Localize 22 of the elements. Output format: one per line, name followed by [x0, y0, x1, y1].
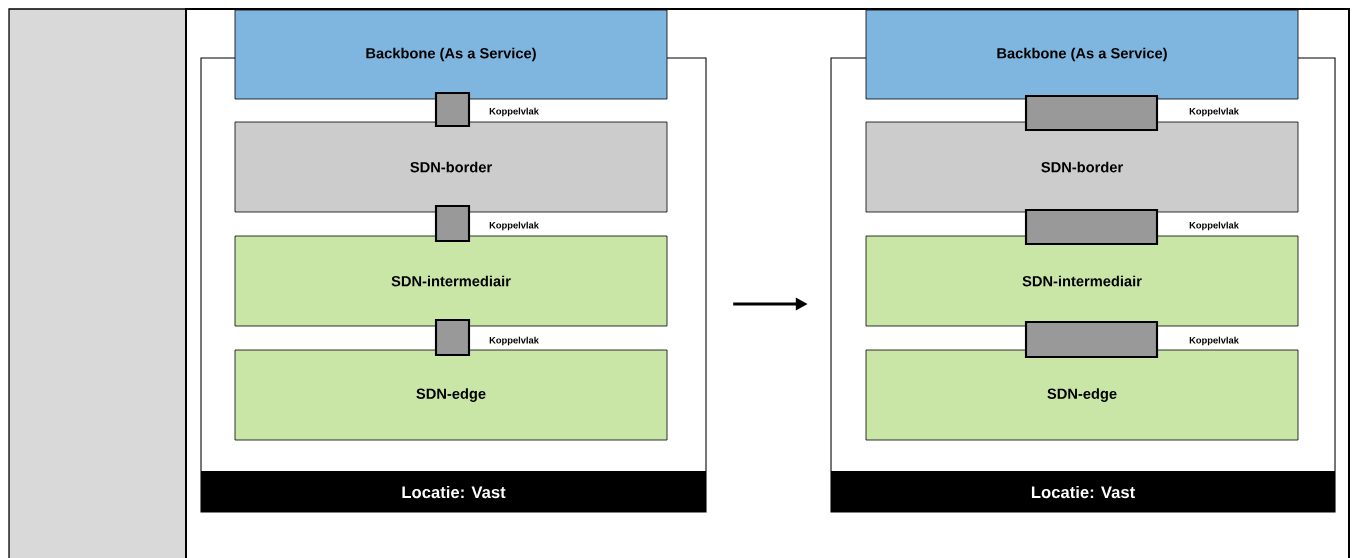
location-band: Locatie: Vast — [201, 471, 706, 512]
interface-block — [434, 204, 471, 243]
interface-label: Koppelvlak — [489, 336, 539, 346]
layer-box: SDN-border — [865, 121, 1299, 213]
layer-box: SDN-intermediair — [234, 235, 668, 327]
layer-box: SDN-edge — [234, 349, 668, 441]
location-band: Locatie: Vast — [831, 471, 1335, 512]
layer-box: SDN-border — [234, 121, 668, 213]
backbone-layer-box: Backbone (As a Service) — [865, 9, 1299, 100]
backbone-layer-box: Backbone (As a Service) — [234, 9, 668, 100]
interface-block — [1024, 94, 1159, 132]
interface-block — [434, 318, 471, 357]
interface-label: Koppelvlak — [489, 107, 539, 117]
layer-box: SDN-edge — [865, 349, 1299, 441]
interface-label: Koppelvlak — [1189, 221, 1239, 231]
interface-label: Koppelvlak — [1189, 336, 1239, 346]
layer-box: SDN-intermediair — [865, 235, 1299, 327]
interface-block — [1024, 320, 1159, 359]
interface-label: Koppelvlak — [1189, 107, 1239, 117]
interface-label: Koppelvlak — [489, 221, 539, 231]
interface-block — [434, 91, 471, 128]
interface-block — [1024, 208, 1159, 246]
